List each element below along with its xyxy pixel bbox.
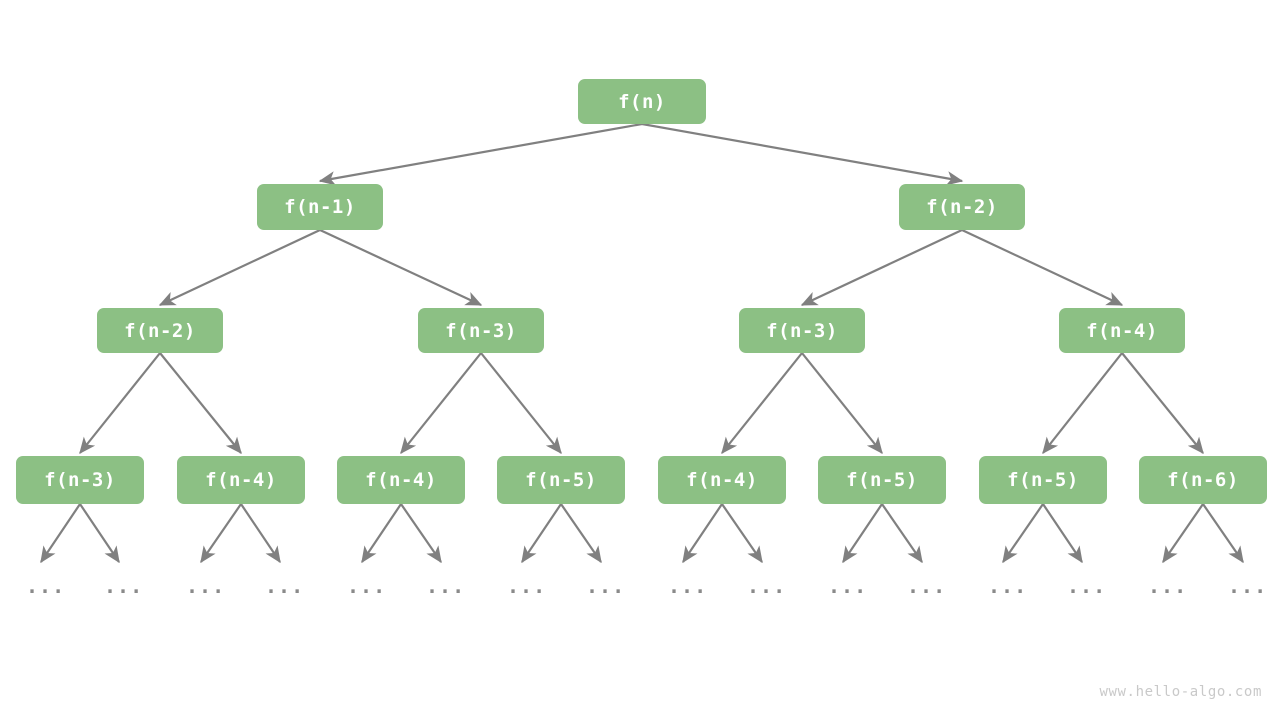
ellipsis-marker: ... bbox=[747, 574, 787, 598]
tree-edge bbox=[961, 229, 1124, 306]
tree-edge bbox=[79, 352, 161, 455]
tree-edge bbox=[40, 503, 81, 564]
ellipsis-marker: ... bbox=[668, 574, 708, 598]
ellipsis-marker: ... bbox=[907, 574, 947, 598]
tree-edge bbox=[400, 503, 442, 564]
tree-edge bbox=[682, 503, 723, 564]
tree-node-n9: f(n-4) bbox=[337, 456, 465, 504]
tree-edge bbox=[842, 503, 883, 564]
tree-node-n3: f(n-2) bbox=[97, 308, 223, 353]
ellipsis-marker: ... bbox=[104, 574, 144, 598]
tree-node-n2: f(n-2) bbox=[899, 184, 1025, 230]
tree-edge bbox=[1042, 503, 1083, 564]
tree-edge bbox=[400, 352, 482, 455]
ellipsis-marker: ... bbox=[586, 574, 626, 598]
tree-edge bbox=[641, 122, 964, 186]
ellipsis-marker: ... bbox=[988, 574, 1028, 598]
ellipsis-marker: ... bbox=[186, 574, 226, 598]
tree-node-n11: f(n-4) bbox=[658, 456, 786, 504]
tree-node-n13: f(n-5) bbox=[979, 456, 1107, 504]
tree-edge bbox=[159, 352, 242, 455]
ellipsis-marker: ... bbox=[1067, 574, 1107, 598]
tree-edge bbox=[361, 503, 402, 564]
tree-node-n8: f(n-4) bbox=[177, 456, 305, 504]
tree-edges bbox=[40, 122, 1244, 564]
tree-node-n14: f(n-6) bbox=[1139, 456, 1267, 504]
tree-edge bbox=[319, 229, 483, 306]
tree-node-n5: f(n-3) bbox=[739, 308, 865, 353]
tree-edge bbox=[79, 503, 120, 564]
tree-edge bbox=[721, 503, 763, 564]
ellipsis-marker: ... bbox=[26, 574, 66, 598]
tree-edge bbox=[1121, 352, 1204, 455]
tree-edge bbox=[1042, 352, 1123, 455]
tree-node-n4: f(n-3) bbox=[418, 308, 544, 353]
tree-edge bbox=[158, 229, 321, 306]
tree-node-n6: f(n-4) bbox=[1059, 308, 1185, 353]
tree-edge bbox=[800, 229, 963, 306]
ellipsis-marker: ... bbox=[1148, 574, 1188, 598]
tree-node-n10: f(n-5) bbox=[497, 456, 625, 504]
ellipsis-marker: ... bbox=[1228, 574, 1268, 598]
ellipsis-marker: ... bbox=[507, 574, 547, 598]
tree-edge bbox=[521, 503, 562, 564]
tree-edge bbox=[881, 503, 923, 564]
tree-edge bbox=[240, 503, 281, 564]
tree-node-n12: f(n-5) bbox=[818, 456, 946, 504]
tree-edge bbox=[318, 122, 643, 186]
tree-node-n7: f(n-3) bbox=[16, 456, 144, 504]
tree-edge bbox=[480, 352, 562, 455]
ellipsis-marker: ... bbox=[347, 574, 387, 598]
tree-edge bbox=[1162, 503, 1204, 564]
tree-node-n1: f(n-1) bbox=[257, 184, 383, 230]
tree-edge bbox=[721, 352, 803, 455]
tree-edge bbox=[200, 503, 242, 564]
tree-node-n0: f(n) bbox=[578, 79, 706, 124]
tree-edge bbox=[801, 352, 883, 455]
ellipsis-marker: ... bbox=[265, 574, 305, 598]
tree-edge bbox=[1002, 503, 1044, 564]
watermark-label: www.hello-algo.com bbox=[1099, 684, 1262, 700]
tree-edge bbox=[1202, 503, 1244, 564]
ellipsis-marker: ... bbox=[828, 574, 868, 598]
ellipsis-marker: ... bbox=[426, 574, 466, 598]
tree-edge bbox=[560, 503, 602, 564]
